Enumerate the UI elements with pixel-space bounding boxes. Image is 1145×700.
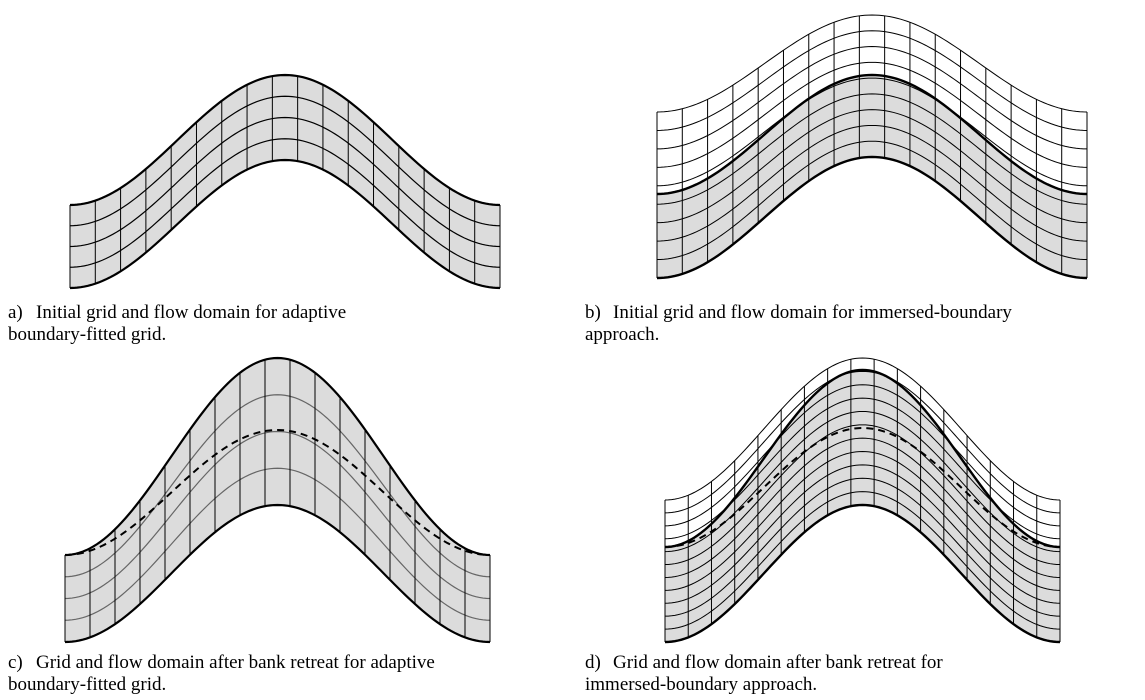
grid-row-line bbox=[664, 464, 1061, 604]
grid-row-line bbox=[656, 109, 1088, 224]
panel-b-diagram bbox=[656, 14, 1088, 280]
panel-a-caption-line1: Initial grid and flow domain for adaptiv… bbox=[36, 302, 347, 323]
panel-d: d) Grid and flow domain after bank retrea… bbox=[585, 350, 1145, 700]
grid-row-line bbox=[69, 116, 501, 248]
grid-row-line bbox=[656, 140, 1088, 261]
outer-bank-boundary bbox=[664, 368, 1061, 549]
panel-a-caption-line2: boundary-fitted grid. bbox=[8, 324, 167, 345]
grid-row-line bbox=[664, 357, 1061, 501]
inner-bank-boundary bbox=[64, 503, 491, 644]
grid-row-line bbox=[664, 424, 1061, 566]
panel-c-caption-line2: boundary-fitted grid. bbox=[8, 674, 167, 695]
panel-d-diagram bbox=[664, 357, 1061, 644]
panel-a-caption: a) Initial grid and flow domain for adapt… bbox=[8, 302, 346, 346]
flow-domain-fill bbox=[70, 75, 500, 288]
panel-d-caption-line1: Grid and flow domain after bank retreat … bbox=[613, 652, 943, 673]
panel-c-caption: c) Grid and flow domain after bank retrea… bbox=[8, 652, 435, 696]
grid-row-line bbox=[664, 477, 1061, 617]
grid-row-line bbox=[69, 138, 501, 268]
grid-row-line bbox=[64, 394, 491, 578]
grid-row-line bbox=[656, 61, 1088, 168]
panel-d-caption-line2: immersed-boundary approach. bbox=[585, 674, 818, 695]
panel-c: c) Grid and flow domain after bank retrea… bbox=[0, 350, 560, 700]
grid-row-line bbox=[656, 14, 1088, 113]
grid-row-line bbox=[656, 46, 1088, 150]
inner-bank-boundary bbox=[656, 155, 1088, 280]
flow-domain-fill bbox=[65, 358, 490, 642]
panel-b-caption-line1: Initial grid and flow domain for immerse… bbox=[613, 302, 1012, 323]
panel-a-diagram bbox=[69, 73, 501, 290]
panel-c-diagram bbox=[64, 356, 491, 644]
panel-d-label: d) bbox=[585, 652, 601, 673]
grid-row-line bbox=[64, 430, 491, 600]
grid-row-line bbox=[664, 437, 1061, 578]
panel-d-caption: d) Grid and flow domain after bank retrea… bbox=[585, 652, 943, 696]
grid-row-line bbox=[664, 384, 1061, 527]
original-bank-line bbox=[64, 428, 491, 556]
grid-row-line bbox=[656, 93, 1088, 205]
grid-row-line bbox=[69, 95, 501, 227]
inner-bank-boundary bbox=[664, 503, 1061, 644]
grid-row-line bbox=[664, 491, 1061, 630]
panel-b: b) Initial grid and flow domain for immer… bbox=[585, 0, 1145, 350]
panel-b-label: b) bbox=[585, 302, 601, 323]
flow-domain-fill bbox=[657, 75, 1087, 278]
grid-row-line bbox=[656, 77, 1088, 187]
panel-b-caption-line2: approach. bbox=[585, 324, 660, 345]
original-bank-line bbox=[664, 426, 1061, 548]
grid-row-line bbox=[664, 451, 1061, 591]
grid-row-line bbox=[64, 467, 491, 621]
panel-c-label: c) bbox=[8, 652, 23, 673]
inner-bank-boundary bbox=[69, 158, 501, 290]
outer-bank-boundary bbox=[64, 356, 491, 557]
grid-row-line bbox=[664, 370, 1061, 514]
grid-row-line bbox=[656, 124, 1088, 242]
panel-a: a) Initial grid and flow domain for adapt… bbox=[0, 0, 560, 350]
outer-bank-boundary bbox=[656, 73, 1088, 196]
outer-bank-boundary bbox=[69, 73, 501, 207]
grid-row-line bbox=[656, 30, 1088, 131]
panel-c-caption-line1: Grid and flow domain after bank retreat … bbox=[36, 652, 435, 673]
panel-b-caption: b) Initial grid and flow domain for immer… bbox=[585, 302, 1012, 346]
panel-a-label: a) bbox=[8, 302, 23, 323]
